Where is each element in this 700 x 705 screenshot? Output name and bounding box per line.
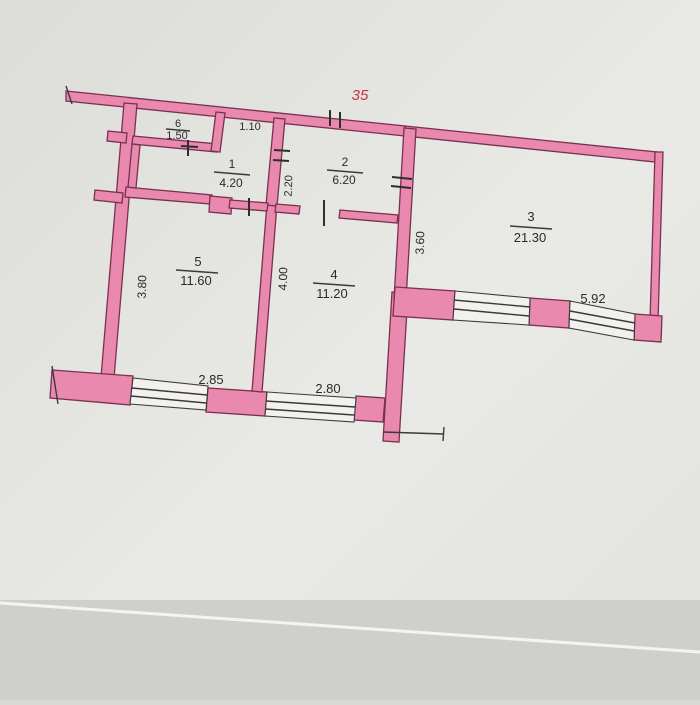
bottom-left-tick bbox=[51, 365, 59, 405]
room4-fraction-bar bbox=[312, 282, 356, 287]
room6-area: 1.50 bbox=[166, 130, 187, 142]
corridor-width-dimension: 1.10 bbox=[239, 121, 260, 133]
bottom-left-corner bbox=[49, 369, 134, 406]
door-marks bbox=[180, 110, 413, 226]
room4-number: 4 bbox=[330, 267, 337, 282]
room5-window-pane-2 bbox=[130, 395, 207, 404]
room1-room2-door-tick-2 bbox=[272, 159, 290, 162]
room3-window-left bbox=[452, 290, 531, 326]
room3-area: 21.30 bbox=[514, 230, 547, 245]
plan-number: 35 bbox=[352, 87, 369, 104]
room1-number: 1 bbox=[229, 157, 236, 171]
room4-side-dimension: 4.00 bbox=[276, 267, 291, 291]
paper-edge bbox=[0, 601, 700, 654]
windows bbox=[129, 290, 636, 423]
room2-side-dimension: 3.60 bbox=[413, 231, 428, 255]
room5-window-wall-dimension: 2.85 bbox=[198, 372, 223, 387]
room1-room2-door-tick-1 bbox=[273, 149, 291, 152]
room3-bottom-pier-left bbox=[392, 286, 456, 321]
room3-door-tick-2 bbox=[390, 185, 412, 189]
room1-side-dimension: 2.20 bbox=[283, 175, 296, 197]
room3-window-left-pane-1 bbox=[453, 299, 531, 308]
room4-window-wall-dimension: 2.80 bbox=[315, 381, 340, 396]
room4-window-pane-1 bbox=[265, 400, 356, 408]
room5-number: 5 bbox=[194, 254, 201, 269]
room3-window-right-pane-1 bbox=[569, 310, 636, 324]
top-left-tick bbox=[65, 85, 73, 105]
left-wall-nub-bottom bbox=[93, 189, 124, 204]
extension-lines bbox=[51, 85, 445, 442]
room3-bottom-pier-right bbox=[633, 313, 663, 343]
room1-fraction-bar bbox=[213, 171, 251, 176]
room3-door-tick-1 bbox=[391, 176, 413, 180]
room3-window-left-pane-2 bbox=[453, 308, 530, 317]
room5-window-pane-1 bbox=[131, 387, 208, 396]
room2-bottom-wall-left bbox=[274, 203, 301, 215]
room2-area: 6.20 bbox=[332, 173, 356, 187]
room3-window-right-pane-2 bbox=[568, 318, 635, 332]
room1-door-jog bbox=[208, 195, 233, 215]
room6-door-tick-2 bbox=[180, 145, 199, 148]
room6-number: 6 bbox=[175, 118, 181, 130]
room4-area: 11.20 bbox=[316, 286, 348, 301]
bottom-right-tick bbox=[442, 426, 445, 442]
room6-right-wall bbox=[210, 111, 226, 153]
room2-number: 2 bbox=[342, 155, 349, 169]
room4-window bbox=[264, 391, 357, 423]
room6-fraction-bar bbox=[165, 128, 191, 132]
room5-area: 11.60 bbox=[180, 273, 212, 288]
room5-side-dimension: 3.80 bbox=[135, 275, 150, 299]
bottom-right-extension bbox=[382, 431, 445, 435]
room3-number: 3 bbox=[527, 209, 534, 224]
paper-bottom-shadow bbox=[0, 600, 700, 700]
room4-window-pane-2 bbox=[264, 408, 355, 416]
room1-area: 4.20 bbox=[219, 176, 243, 190]
room3-window-wall-dimension: 5.92 bbox=[580, 291, 605, 306]
room3-bottom-pier-middle bbox=[528, 297, 571, 329]
room2-bottom-wall-right bbox=[338, 209, 399, 224]
room2-fraction-bar bbox=[326, 169, 364, 174]
room3-fraction-bar bbox=[509, 225, 553, 230]
corridor-left-segment bbox=[127, 143, 141, 189]
walls bbox=[49, 90, 664, 443]
left-wall-nub-top bbox=[106, 130, 128, 144]
bottom-right-block bbox=[353, 395, 386, 423]
room5-fraction-bar bbox=[175, 269, 219, 274]
